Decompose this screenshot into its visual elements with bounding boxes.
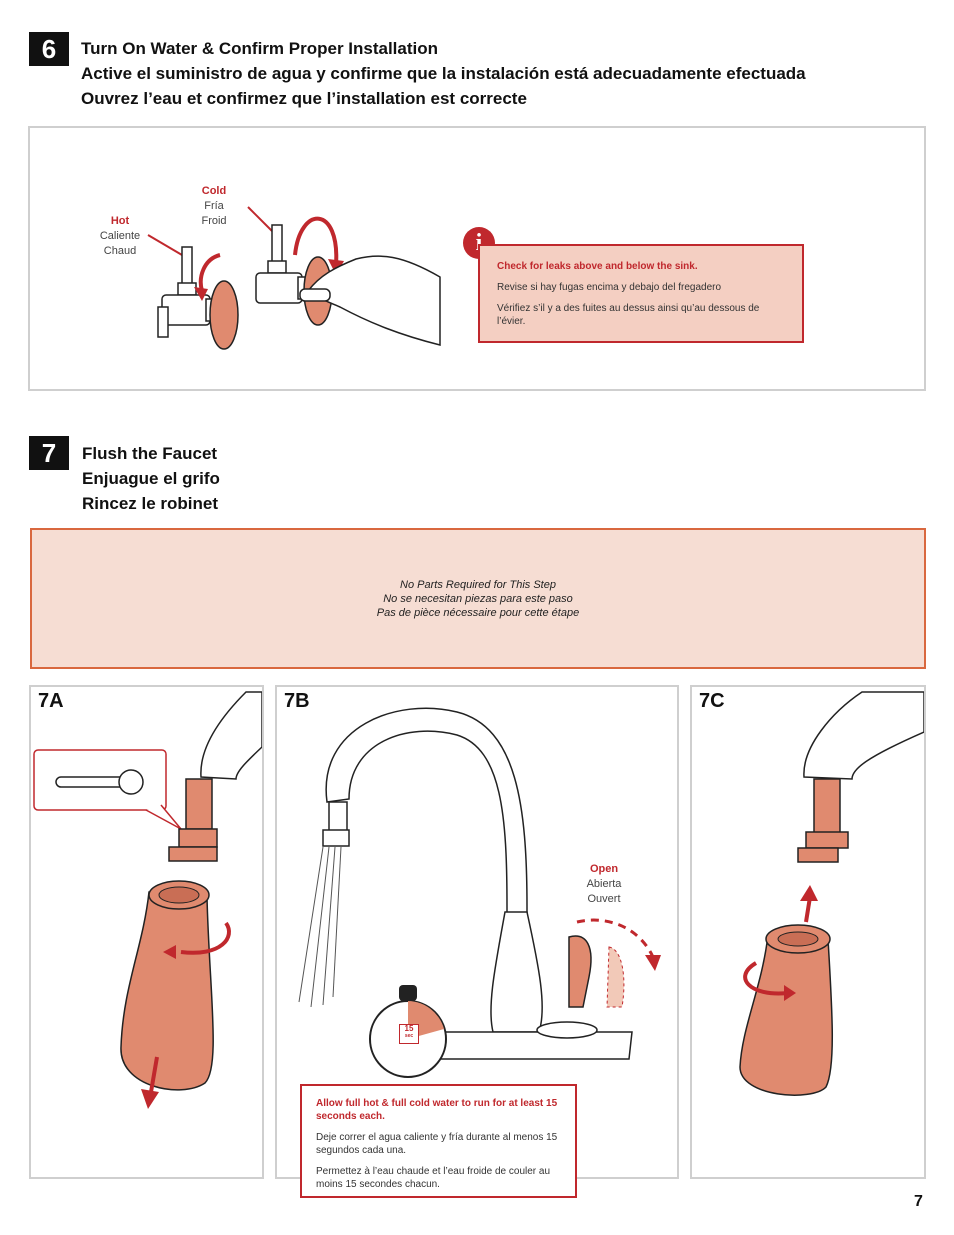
flush-warning-fr: Permettez à l’eau chaude et l’eau froide… [316, 1166, 551, 1190]
page-number: 7 [914, 1193, 923, 1210]
cold-label-fr: Froid [201, 215, 227, 227]
step-7-title-en: Flush the Faucet [82, 444, 218, 463]
timer-unit: sec [404, 1033, 414, 1039]
hot-label-fr: Chaud [103, 245, 137, 257]
open-label-en: Open [589, 863, 619, 875]
step-6-title: Turn On Water & Confirm Proper Installat… [81, 36, 941, 111]
leak-note-en: Check for leaks above and below the sink… [497, 261, 698, 272]
flush-warning-es: Deje correr el agua caliente y fría dura… [316, 1132, 558, 1156]
open-label-fr: Ouvert [587, 893, 621, 905]
flush-faucet-illustration [298, 707, 661, 1078]
panel-7c [690, 685, 926, 1179]
step-6-panel [28, 126, 926, 391]
leak-note-fr: Vérifiez s’il y a des fuites au dessus a… [497, 303, 760, 327]
hot-label-en: Hot [110, 215, 130, 227]
flush-warning-en: Allow full hot & full cold water to run … [316, 1098, 558, 1122]
parts-note-fr: Pas de pièce nécessaire pour cette étape [376, 606, 580, 619]
leak-note-es: Revise si hay fugas encima y debajo del … [497, 282, 722, 293]
open-label: Open Abierta Ouvert [574, 862, 634, 907]
step-7-title: Flush the Faucet Enjuague el grifo Rince… [82, 441, 482, 516]
cold-label-es: Fría [204, 200, 224, 212]
subhead-7a: 7A [38, 690, 64, 712]
step-6-title-en: Turn On Water & Confirm Proper Installat… [81, 39, 439, 58]
panel-7a [29, 685, 264, 1179]
parts-note-en: No Parts Required for This Step [400, 578, 556, 591]
aerator-removal-illustration [33, 691, 262, 1109]
leak-check-note: Check for leaks above and below the sink… [478, 244, 804, 343]
cold-label-en: Cold [201, 185, 227, 197]
step-7-title-es: Enjuague el grifo [82, 469, 220, 488]
cold-label: Cold Fría Froid [186, 184, 242, 229]
step-6-title-fr: Ouvrez l’eau et confirmez que l’installa… [81, 89, 527, 108]
step-7-number: 7 [29, 436, 69, 470]
flush-warning-box: Allow full hot & full cold water to run … [300, 1084, 577, 1198]
subhead-7c: 7C [699, 690, 725, 712]
parts-banner: No Parts Required for This Step No se ne… [30, 528, 926, 669]
step-6-number: 6 [29, 32, 69, 66]
sprayhead-reassembly-illustration [739, 691, 924, 1096]
open-label-es: Abierta [586, 878, 622, 890]
step-6-title-es: Active el suministro de agua y confirme … [81, 64, 806, 83]
shutoff-valves-illustration [147, 206, 441, 350]
parts-note-es: No se necesitan piezas para este paso [383, 592, 573, 605]
subhead-7b: 7B [284, 690, 310, 712]
step-7-title-fr: Rincez le robinet [82, 494, 219, 513]
hot-label: Hot Caliente Chaud [90, 214, 150, 259]
timer-readout: 15 sec [399, 1024, 419, 1044]
timer-value: 15 [404, 1024, 414, 1033]
hot-label-es: Caliente [99, 230, 141, 242]
